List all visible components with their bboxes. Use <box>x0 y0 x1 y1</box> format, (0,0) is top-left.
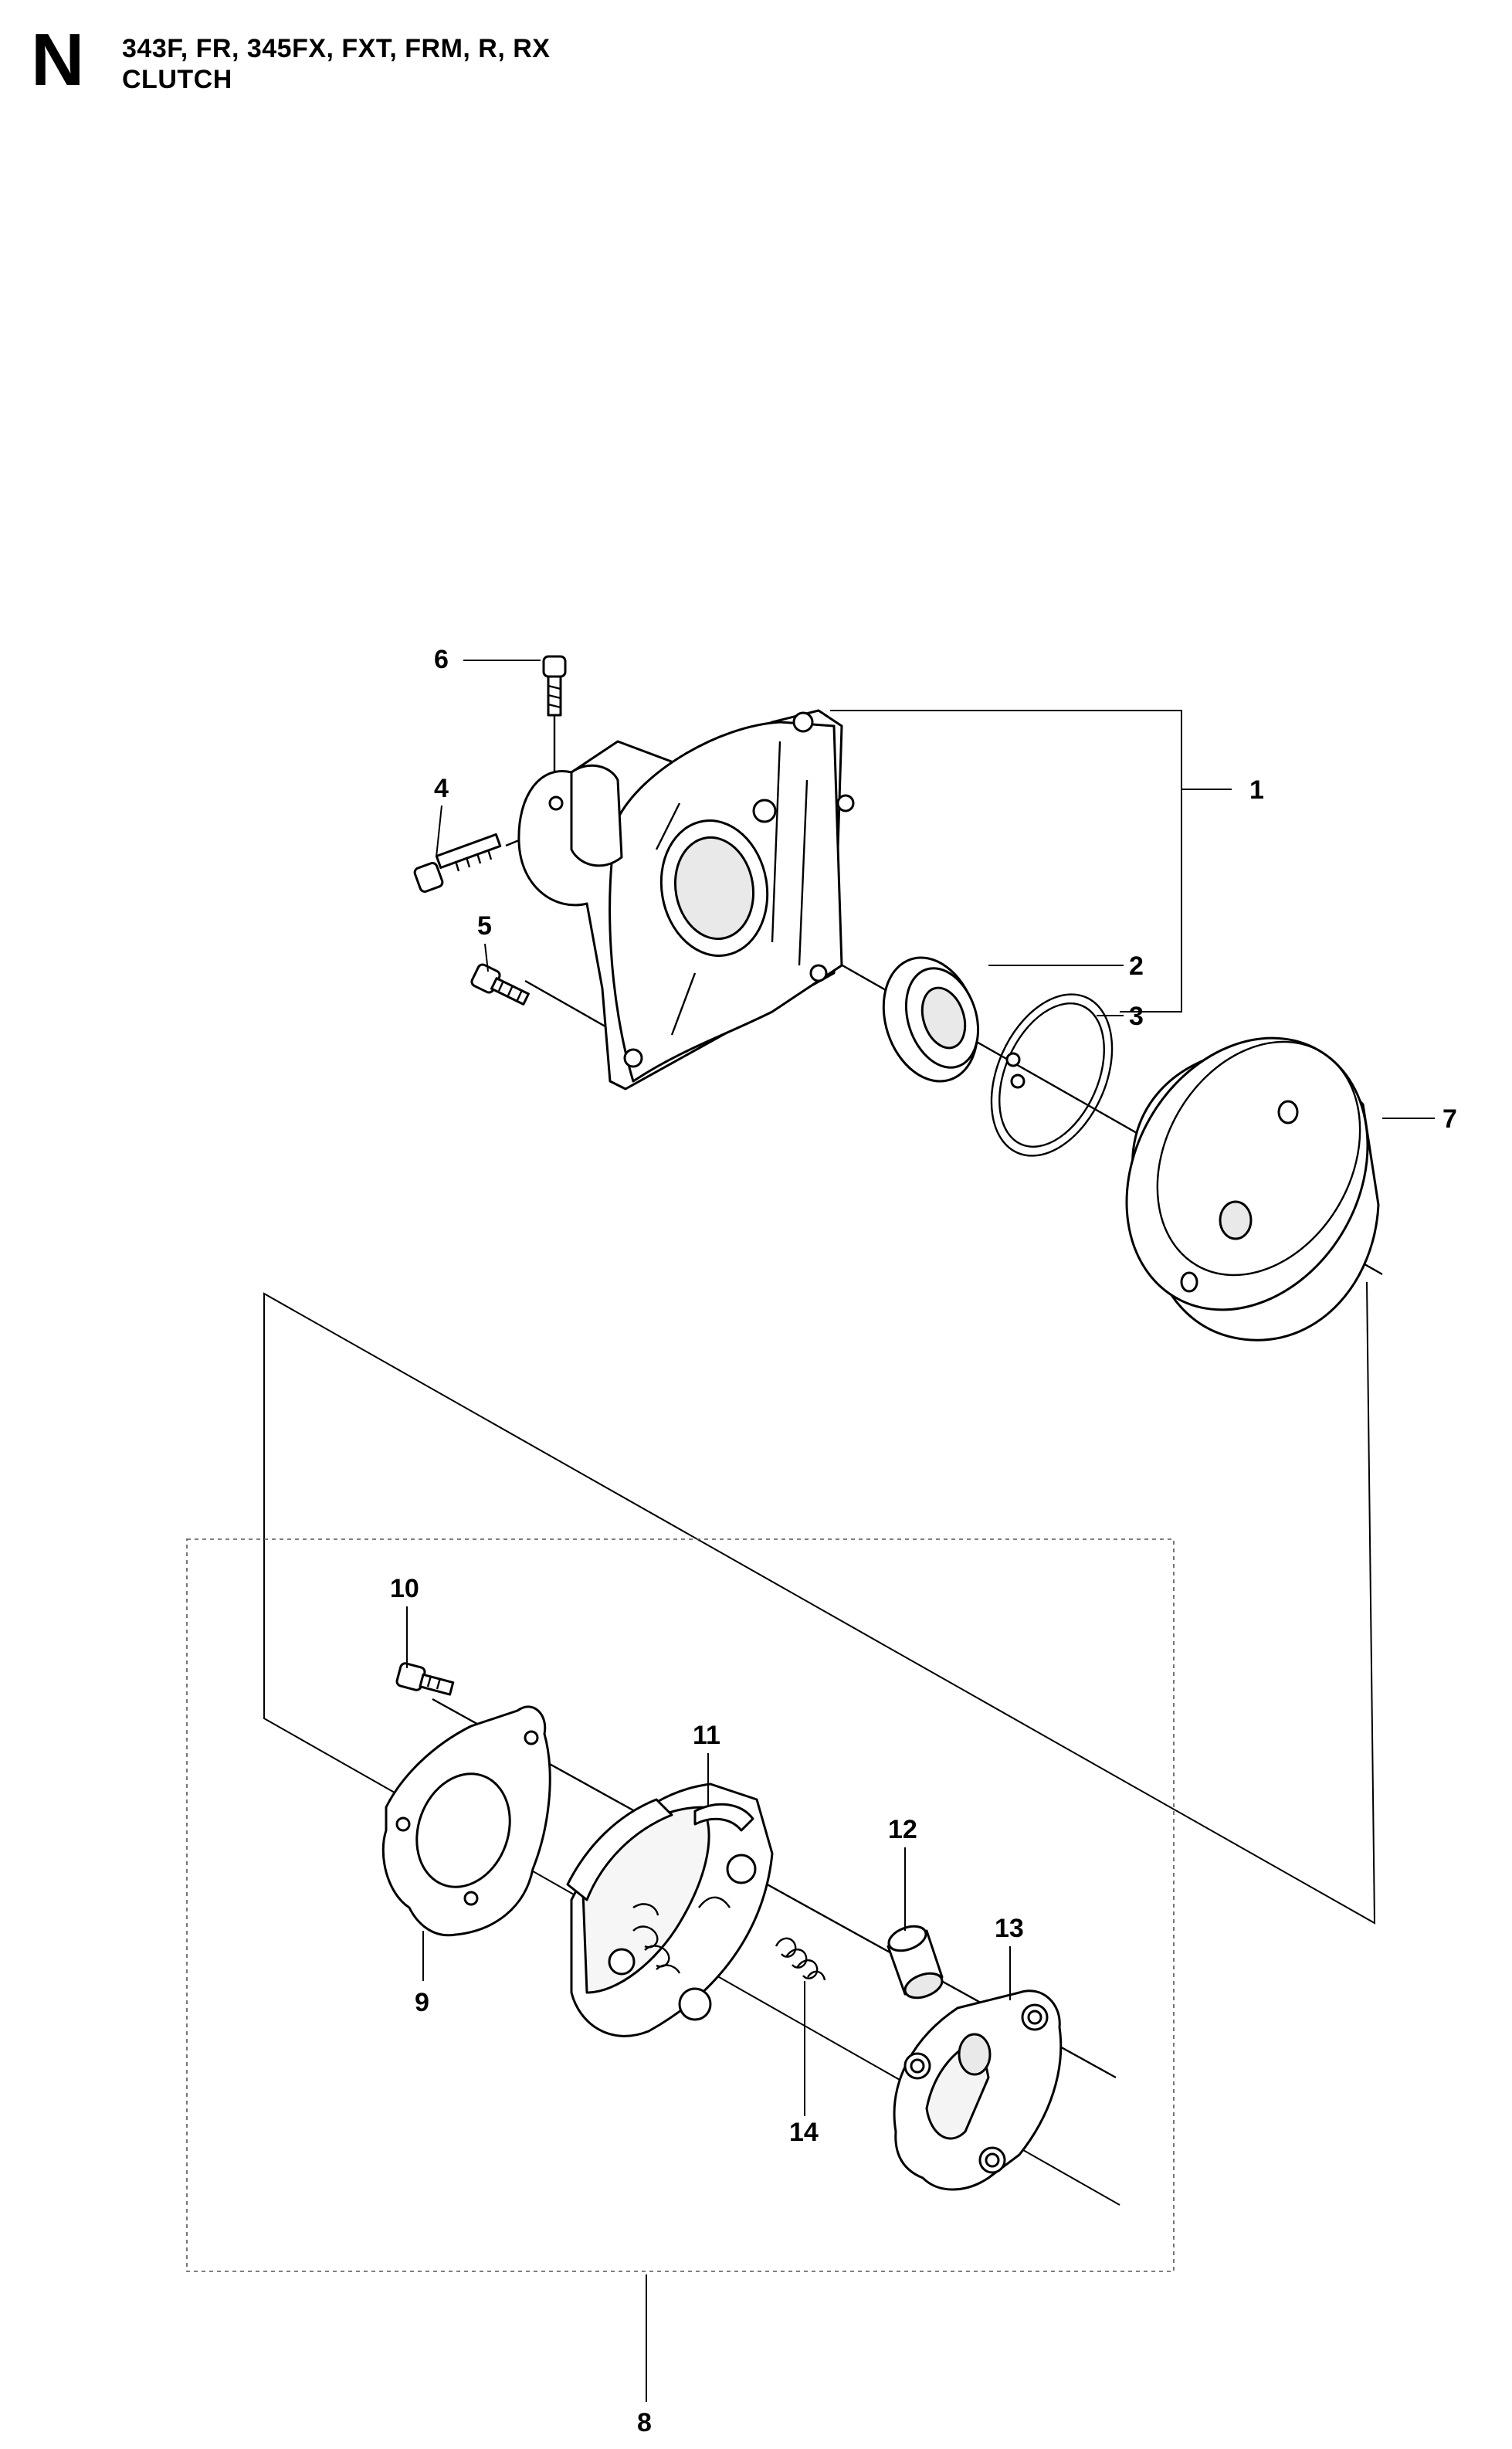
hub-plate-icon <box>893 1989 1063 2191</box>
bearing-icon <box>882 956 980 1083</box>
retaining-ring-icon <box>990 993 1114 1157</box>
callout-11: 11 <box>693 1721 720 1750</box>
screw-icon <box>395 1662 455 1696</box>
section-letter: N <box>31 19 85 101</box>
callout-6: 6 <box>434 645 449 674</box>
callout-14: 14 <box>789 2118 819 2147</box>
callout-10: 10 <box>390 1574 419 1603</box>
callout-9: 9 <box>415 1988 429 2017</box>
callout-13: 13 <box>995 1914 1024 1943</box>
projection-frame <box>263 1281 1376 2206</box>
callout-8: 8 <box>637 2408 652 2437</box>
washer-plate-icon <box>381 1705 551 1937</box>
assembly-8-boundary <box>186 1538 1175 2272</box>
sleeve-icon <box>887 1925 944 2000</box>
callout-4: 4 <box>434 774 449 803</box>
callout-7: 7 <box>1443 1104 1457 1134</box>
callout-2: 2 <box>1129 951 1144 981</box>
callout-1: 1 <box>1249 775 1264 805</box>
callout-3: 3 <box>1129 1002 1144 1031</box>
spring-icon <box>775 1937 826 1981</box>
clutch-shoe-icon <box>566 1782 774 2037</box>
screw-icon <box>542 655 567 717</box>
callout-5: 5 <box>477 911 492 941</box>
leader-lines <box>406 660 1435 2402</box>
clutch-housing-icon <box>517 709 855 1091</box>
model-list: 343F, FR, 345FX, FXT, FRM, R, RX <box>122 34 551 63</box>
screw-icon <box>413 833 502 893</box>
diagram-title: CLUTCH <box>122 65 232 94</box>
clutch-drum-icon <box>1125 1036 1380 1342</box>
screw-icon <box>470 963 530 1006</box>
callout-12: 12 <box>888 1815 917 1844</box>
